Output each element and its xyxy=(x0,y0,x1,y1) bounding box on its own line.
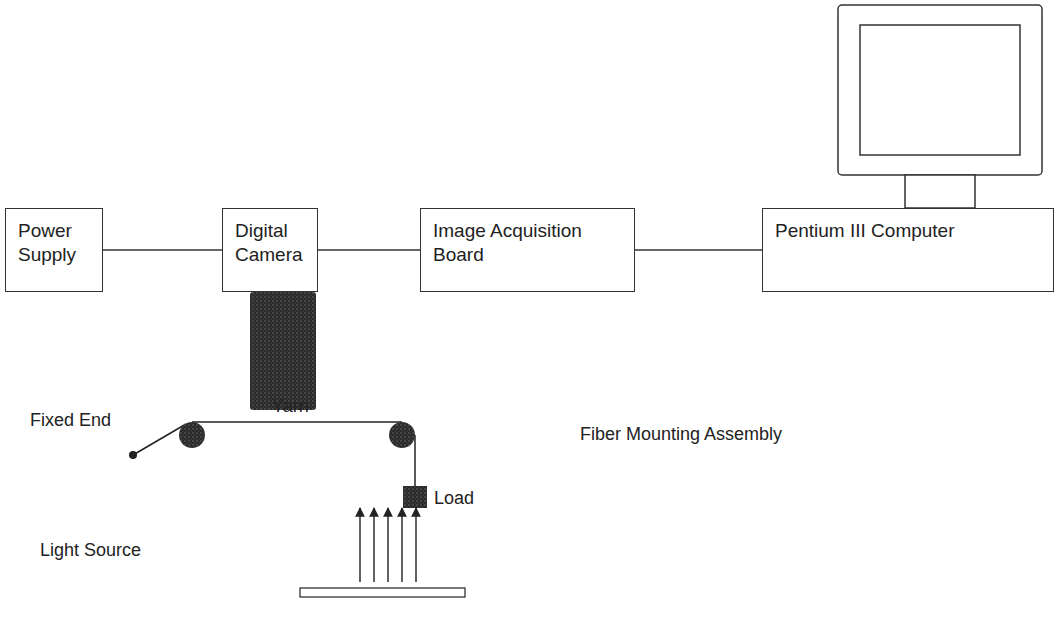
box-label: Image Acquisition Board xyxy=(433,219,624,267)
computer-box: Pentium III Computer xyxy=(762,208,1054,292)
box-label: Pentium III Computer xyxy=(775,219,1043,243)
acquisition-board-box: Image Acquisition Board xyxy=(420,208,635,292)
box-label: Digital Camera xyxy=(235,219,307,267)
box-label: Power Supply xyxy=(18,219,92,267)
load-weight xyxy=(403,486,427,508)
camera-lens xyxy=(250,292,316,410)
camera-box: Digital Camera xyxy=(222,208,318,292)
power-supply-box: Power Supply xyxy=(5,208,103,292)
assembly-label: Fiber Mounting Assembly xyxy=(580,424,782,446)
connector-line xyxy=(635,249,762,251)
connector-line xyxy=(318,249,420,251)
light-source xyxy=(300,508,465,597)
connector-line xyxy=(103,249,222,251)
light-source-label: Light Source xyxy=(40,540,141,562)
load-label: Load xyxy=(434,488,474,510)
yarn-label: Yarn xyxy=(272,396,309,418)
fiber-mounting-assembly xyxy=(129,422,427,508)
fixed-end-label: Fixed End xyxy=(30,410,111,432)
monitor xyxy=(838,5,1042,208)
